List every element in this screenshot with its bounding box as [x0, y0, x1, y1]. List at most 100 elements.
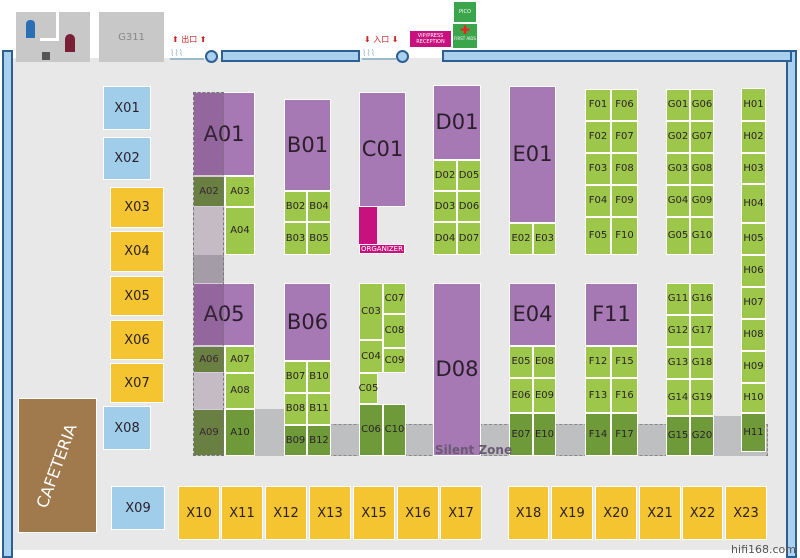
booth-f08: F08: [611, 153, 638, 185]
first-aid-room: ✚ FIRST AIDS: [453, 24, 477, 48]
booth-f16: F16: [611, 378, 638, 413]
booth-d03: D03: [433, 191, 457, 222]
booth-c04: C04: [359, 340, 383, 373]
booth-b05: B05: [307, 222, 331, 255]
booth-x07: X07: [110, 363, 164, 403]
entrance-sign: ⬇ 入口 ⬇: [364, 35, 399, 44]
booth-h05: H05: [741, 223, 766, 255]
booth-f09: F09: [611, 185, 638, 217]
booth-x02: X02: [103, 137, 151, 180]
corridor-block: [193, 255, 224, 283]
booth-h01: H01: [741, 88, 766, 121]
restroom-door: [42, 52, 50, 60]
booth-h06: H06: [741, 255, 766, 287]
entrance-door-icon: [396, 50, 409, 63]
booth-d08: D08: [433, 283, 481, 456]
booth-g16: G16: [690, 283, 714, 315]
booth-b07: B07: [284, 361, 307, 393]
booth-f17: F17: [611, 413, 638, 456]
booth-g03: G03: [666, 153, 690, 185]
booth-d05: D05: [457, 160, 481, 191]
entrance-label: 入口: [373, 35, 390, 44]
booth-f15: F15: [611, 346, 638, 378]
restroom-divider: [40, 38, 59, 41]
booth-x18: X18: [508, 486, 549, 540]
booth-f06: F06: [611, 89, 638, 121]
booth-g12: G12: [666, 315, 690, 347]
booth-x05: X05: [110, 276, 164, 316]
booth-x04: X04: [110, 231, 164, 272]
booth-f10: F10: [611, 217, 638, 255]
booth-x08: X08: [103, 406, 151, 450]
booth-a05: A05: [193, 283, 255, 346]
booth-c03: C03: [359, 283, 383, 340]
booth-x20: X20: [595, 486, 637, 540]
booth-g05: G05: [666, 217, 690, 255]
watermark: hifi168.com: [731, 543, 796, 556]
booth-c09: C09: [383, 348, 406, 373]
booth-h10: H10: [741, 383, 766, 413]
booth-b04: B04: [307, 191, 331, 222]
booth-h11: H11: [741, 413, 766, 452]
vip-press-reception: VIP/PRESS RECEPTION: [409, 30, 452, 48]
booth-g01: G01: [666, 89, 690, 121]
booth-c05: C05: [359, 373, 378, 404]
booth-f02: F02: [585, 121, 611, 153]
booth-d04: D04: [433, 222, 457, 255]
booth-a04: A04: [225, 207, 255, 255]
restroom: [16, 12, 90, 62]
silent-zone-label: Silent Zone: [435, 443, 513, 457]
booth-g08: G08: [690, 153, 714, 185]
booth-e06: E06: [509, 378, 533, 413]
booth-e10: E10: [533, 413, 556, 456]
booth-f11: F11: [585, 283, 638, 346]
booth-c07: C07: [383, 283, 406, 314]
booth-e01: E01: [509, 86, 556, 223]
booth-e07: E07: [509, 413, 533, 456]
booth-f04: F04: [585, 185, 611, 217]
booth-g14: G14: [666, 379, 690, 416]
booth-h03: H03: [741, 153, 766, 184]
cafeteria-label: CAFETERIA: [33, 420, 82, 510]
booth-g20: G20: [690, 416, 714, 456]
booth-e03: E03: [533, 223, 556, 255]
booth-g04: G04: [666, 185, 690, 217]
booth-a10: A10: [225, 409, 255, 456]
top-wall-middle: [221, 50, 360, 62]
booth-x21: X21: [639, 486, 681, 540]
booth-f01: F01: [585, 89, 611, 121]
booth-a07: A07: [225, 346, 255, 373]
booth-b11: B11: [307, 393, 331, 425]
booth-h02: H02: [741, 121, 766, 153]
booth-c10: C10: [383, 404, 406, 456]
booth-e09: E09: [533, 378, 556, 413]
booth-g13: G13: [666, 347, 690, 379]
exit-door-icon: [205, 50, 218, 63]
booth-x19: X19: [551, 486, 593, 540]
exit-label: 出口: [181, 35, 198, 44]
booth-g02: G02: [666, 121, 690, 153]
booth-b09: B09: [284, 425, 307, 456]
organizer-area: [359, 207, 377, 245]
booth-g17: G17: [690, 315, 714, 347]
booth-b12: B12: [307, 425, 331, 456]
booth-e02: E02: [509, 223, 533, 255]
booth-b10: B10: [307, 361, 331, 393]
booth-b01: B01: [284, 99, 331, 191]
booth-d02: D02: [433, 160, 457, 191]
booth-h07: H07: [741, 287, 766, 319]
booth-f13: F13: [585, 378, 611, 413]
left-wall: [2, 50, 13, 558]
booth-g07: G07: [690, 121, 714, 153]
cafeteria: CAFETERIA: [18, 398, 97, 533]
booth-x17: X17: [440, 486, 482, 540]
booth-g09: G09: [690, 185, 714, 217]
booth-x13: X13: [309, 486, 351, 540]
booth-b02: B02: [284, 191, 307, 222]
booth-x15: X15: [353, 486, 395, 540]
booth-e08: E08: [533, 346, 556, 378]
booth-d01: D01: [433, 85, 481, 160]
corridor-overlay: [193, 92, 224, 456]
booth-f05: F05: [585, 217, 611, 255]
